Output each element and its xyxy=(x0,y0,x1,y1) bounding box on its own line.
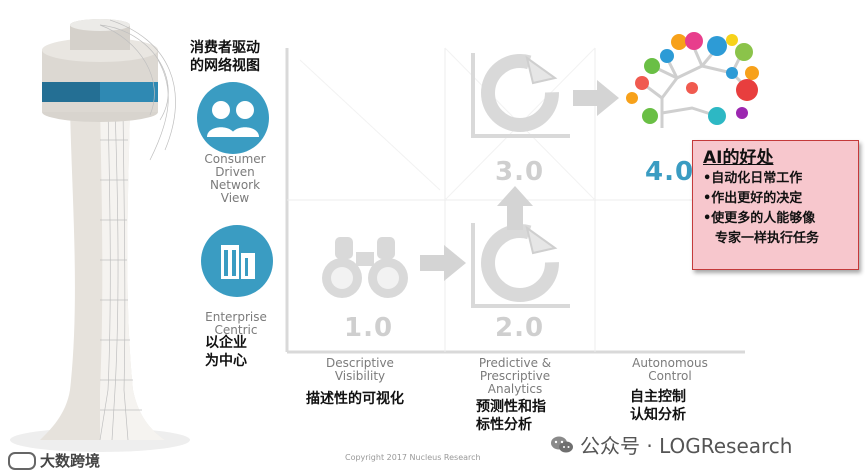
stage-3-number: 3.0 xyxy=(495,157,545,187)
ai-benefit-item-4: 专家一样执行任务 xyxy=(715,231,820,246)
descriptive-label-cn: 描述性的可视化 xyxy=(306,391,404,407)
building-icon xyxy=(201,225,273,297)
consumer-label-en-3: Network xyxy=(209,178,261,192)
ai-benefit-item-2: •作出更好的决定 xyxy=(703,191,803,206)
autonomous-label-en-2: Control xyxy=(648,369,692,383)
consumer-group-icon xyxy=(197,82,269,154)
consumer-label-en-2: Driven xyxy=(215,165,255,179)
autonomous-label-cn-2: 认知分析 xyxy=(630,407,686,423)
enterprise-label-en-1: Enterprise xyxy=(205,310,267,324)
tower-illustration xyxy=(10,19,190,452)
enterprise-label-en-2: Centric xyxy=(214,323,258,337)
analytics-chart-icon xyxy=(471,223,570,308)
autonomous-label-cn-1: 自主控制 xyxy=(630,389,686,405)
consumer-label-cn-1: 消费者驱动 xyxy=(190,40,260,56)
ai-benefits-box: AI的好处 •自动化日常工作 •作出更好的决定 •使更多的人能够像 专家一样执行… xyxy=(692,140,859,270)
copyright-text: Copyright 2017 Nucleus Research xyxy=(345,453,481,462)
autonomous-label-en-1: Autonomous xyxy=(632,356,708,370)
ai-benefits-title: AI的好处 xyxy=(703,148,774,168)
consumer-label-en-4: View xyxy=(220,191,250,205)
stage-4-number: 4.0 xyxy=(645,157,695,187)
enterprise-label-cn-1: 以企业 xyxy=(205,335,247,351)
stage-1-number: 1.0 xyxy=(344,313,394,343)
wechat-icon xyxy=(551,436,573,452)
analytics-chart-icon-3 xyxy=(471,53,570,138)
enterprise-label-cn-2: 为中心 xyxy=(205,353,247,369)
predictive-label-cn-1: 预测性和指 xyxy=(476,399,546,415)
arrow-right-icon xyxy=(420,245,466,281)
predictive-label-cn-2: 标性分析 xyxy=(476,417,532,433)
predictive-label-en-3: Analytics xyxy=(487,382,543,396)
predictive-label-en-1: Predictive & xyxy=(478,356,552,370)
ai-tree-icon xyxy=(626,32,759,128)
descriptive-label-en-2: Visibility xyxy=(334,369,386,383)
watermark-right: 公众号 · LOGResearch xyxy=(550,430,792,459)
arrow-right-icon-2 xyxy=(573,80,619,116)
binoculars-icon xyxy=(322,237,408,298)
watermark-left: 大数跨境 xyxy=(8,450,100,471)
arrow-up-icon xyxy=(497,186,533,230)
ai-benefit-item-1: •自动化日常工作 xyxy=(703,171,803,186)
consumer-label-cn-2: 的网络视图 xyxy=(190,58,260,74)
brand-logo-icon xyxy=(8,451,36,470)
descriptive-label-en-1: Descriptive xyxy=(326,356,394,370)
predictive-label-en-2: Prescriptive xyxy=(479,369,551,383)
ai-benefit-item-3: •使更多的人能够像 xyxy=(703,211,816,226)
stage-2-number: 2.0 xyxy=(495,313,545,343)
consumer-label-en-1: Consumer xyxy=(204,152,266,166)
